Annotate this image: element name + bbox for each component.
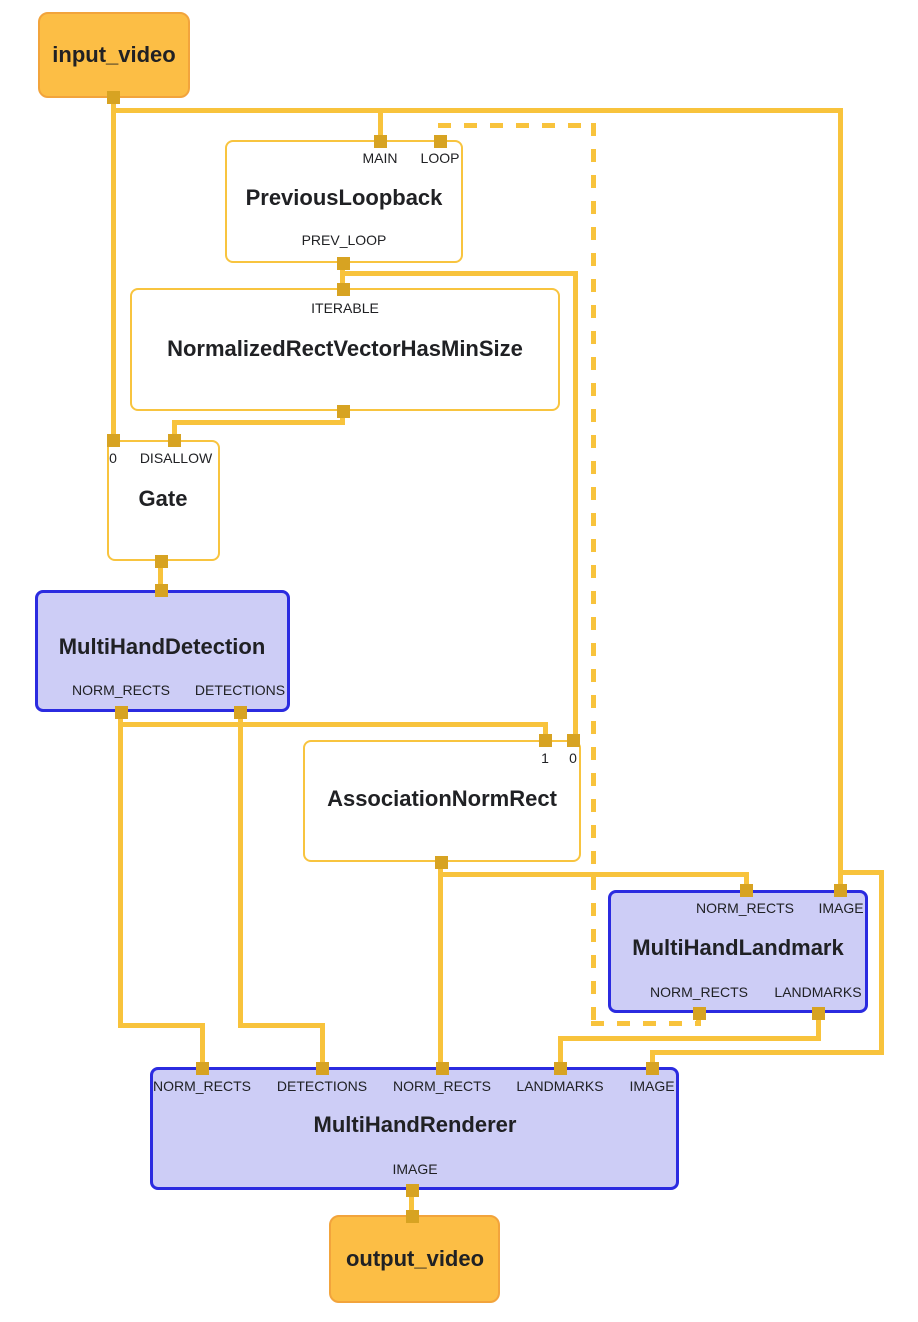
port-connector-icon [406, 1210, 419, 1223]
edge-bus-to-main[interactable] [378, 108, 383, 140]
edge-landmarks-to-renderer-stub[interactable] [558, 1036, 563, 1068]
port-connector-icon [337, 257, 350, 270]
edge-norm-rects-to-assoc-horizontal[interactable] [118, 722, 548, 727]
port-connector-icon [196, 1062, 209, 1075]
edge-loopback-dashed-top-dashed[interactable] [438, 123, 596, 128]
port-connector-icon [646, 1062, 659, 1075]
edge-detection-norm-rects-vertical[interactable] [118, 712, 123, 1028]
port-connector-icon [374, 135, 387, 148]
port-label-multi-hand-detection: DETECTIONS [194, 682, 286, 698]
edge-renderer-to-output-video[interactable] [409, 1190, 414, 1216]
edge-prev-loop-to-iterable[interactable] [340, 263, 345, 289]
port-label-gate: DISALLOW [139, 450, 213, 466]
node-title-multi-hand-detection: MultiHandDetection [58, 634, 266, 659]
node-title-previous-loopback: PreviousLoopback [245, 185, 443, 210]
port-connector-icon [155, 555, 168, 568]
node-title-association-norm-rect: AssociationNormRect [327, 786, 557, 811]
port-connector-icon [740, 884, 753, 897]
edge-assoc-to-landmark-stub[interactable] [744, 872, 749, 890]
port-label-multi-hand-renderer: IMAGE [392, 1161, 438, 1177]
edge-input-video-to-gate-0[interactable] [111, 98, 116, 440]
edge-detections-vertical[interactable] [238, 712, 243, 1028]
edge-gate-to-detection[interactable] [158, 561, 163, 590]
port-label-multi-hand-landmark: NORM_RECTS [695, 900, 795, 916]
node-title-multi-hand-renderer: MultiHandRenderer [313, 1112, 517, 1137]
edge-detection-norm-rects-stub[interactable] [200, 1023, 205, 1068]
edge-loopback-dashed-vertical-dashed[interactable] [591, 123, 596, 1026]
edge-assoc-out-vertical[interactable] [438, 862, 443, 1068]
node-title-normalized-rect-vector-has-min-size: NormalizedRectVectorHasMinSize [167, 336, 523, 361]
node-title-multi-hand-landmark: MultiHandLandmark [632, 935, 844, 960]
port-label-multi-hand-renderer: LANDMARKS [516, 1078, 604, 1094]
edge-minsize-out-stub[interactable] [340, 411, 345, 425]
port-label-multi-hand-renderer: NORM_RECTS [392, 1078, 492, 1094]
edge-minsize-to-disallow-stub[interactable] [172, 420, 177, 440]
port-label-previous-loopback: LOOP [420, 150, 460, 166]
port-connector-icon [834, 884, 847, 897]
edge-minsize-to-disallow-horizontal[interactable] [172, 420, 345, 425]
port-label-normalized-rect-vector-has-min-size: ITERABLE [311, 300, 379, 316]
port-label-previous-loopback: MAIN [362, 150, 398, 166]
port-connector-icon [406, 1184, 419, 1197]
port-label-multi-hand-renderer: IMAGE [629, 1078, 675, 1094]
node-title-input-video: input_video [52, 42, 176, 67]
node-title-gate: Gate [138, 486, 188, 511]
edge-detections-stub[interactable] [320, 1023, 325, 1068]
port-connector-icon [337, 283, 350, 296]
port-label-previous-loopback: PREV_LOOP [301, 232, 387, 248]
node-title-output-video: output_video [345, 1246, 485, 1271]
port-connector-icon [115, 706, 128, 719]
port-connector-icon [316, 1062, 329, 1075]
port-connector-icon [812, 1007, 825, 1020]
port-connector-icon [234, 706, 247, 719]
edge-image-branch-right[interactable] [838, 870, 884, 875]
port-connector-icon [436, 1062, 449, 1075]
port-label-multi-hand-landmark: LANDMARKS [774, 984, 862, 1000]
edge-image-to-renderer-horizontal[interactable] [650, 1050, 884, 1055]
port-label-multi-hand-renderer: DETECTIONS [276, 1078, 368, 1094]
port-label-gate: 0 [109, 450, 117, 466]
edge-input-video-top-bus[interactable] [111, 108, 843, 113]
port-connector-icon [107, 434, 120, 447]
edge-image-outer-vertical[interactable] [879, 870, 884, 1055]
port-connector-icon [567, 734, 580, 747]
edge-image-to-landmark[interactable] [838, 108, 843, 890]
port-label-multi-hand-landmark: IMAGE [818, 900, 864, 916]
node-multi-hand-detection[interactable] [35, 590, 290, 712]
port-label-multi-hand-detection: NORM_RECTS [71, 682, 171, 698]
port-connector-icon [693, 1007, 706, 1020]
node-multi-hand-renderer[interactable] [150, 1067, 679, 1190]
node-previous-loopback[interactable] [225, 140, 463, 263]
edge-prev-loop-to-assoc-0[interactable] [573, 271, 578, 740]
port-connector-icon [168, 434, 181, 447]
port-label-multi-hand-renderer: NORM_RECTS [152, 1078, 252, 1094]
port-connector-icon [337, 405, 350, 418]
port-connector-icon [434, 135, 447, 148]
port-connector-icon [539, 734, 552, 747]
port-label-association-norm-rect: 1 [541, 750, 549, 766]
edge-norm-rects-to-assoc-stub[interactable] [543, 722, 548, 740]
port-label-association-norm-rect: 0 [569, 750, 577, 766]
edge-loopback-dashed-bottom-dashed[interactable] [591, 1021, 701, 1026]
edge-detections-horizontal[interactable] [238, 1023, 325, 1028]
node-multi-hand-landmark[interactable] [608, 890, 868, 1013]
edge-landmarks-out-stub[interactable] [816, 1013, 821, 1041]
edge-landmarks-horizontal[interactable] [558, 1036, 821, 1041]
edge-image-to-renderer-stub[interactable] [650, 1050, 655, 1068]
port-label-multi-hand-landmark: NORM_RECTS [649, 984, 749, 1000]
port-connector-icon [107, 91, 120, 104]
edge-prev-loop-branch-right[interactable] [340, 271, 578, 276]
port-connector-icon [554, 1062, 567, 1075]
port-connector-icon [435, 856, 448, 869]
port-connector-icon [155, 584, 168, 597]
edge-detection-norm-rects-horizontal[interactable] [118, 1023, 205, 1028]
